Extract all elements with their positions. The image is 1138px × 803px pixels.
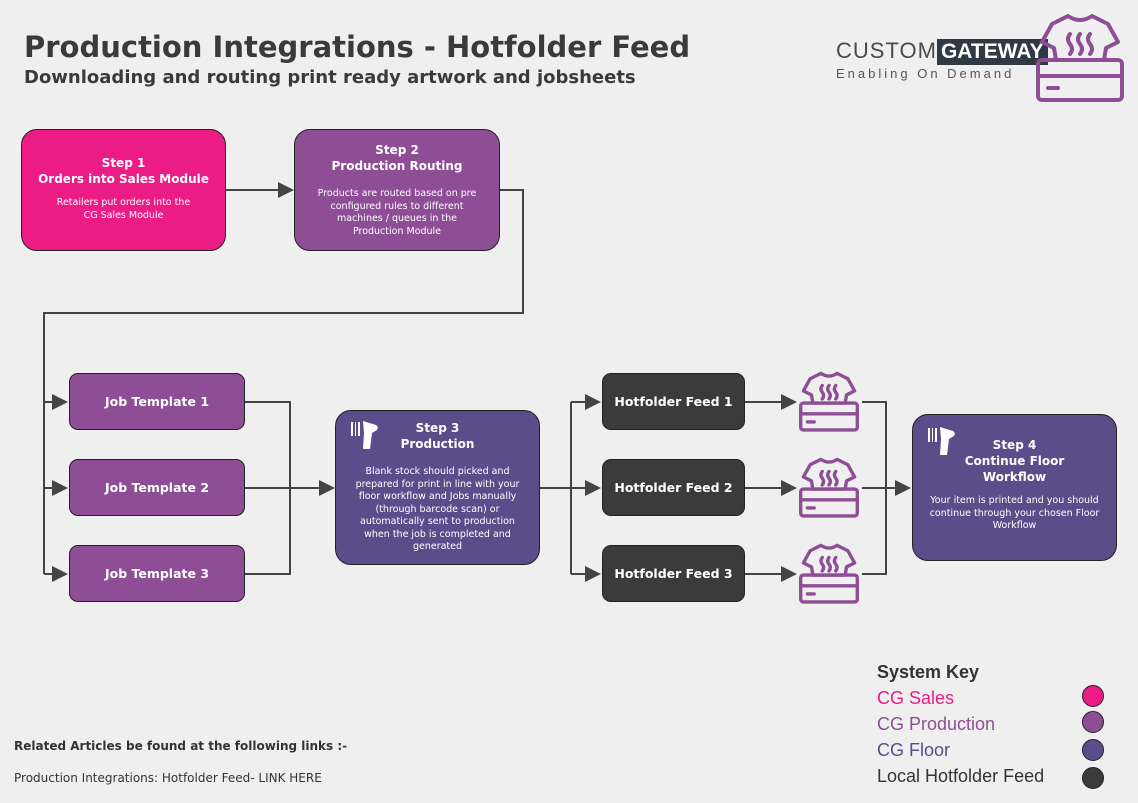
step4-label: Step 4 (992, 438, 1037, 452)
barcode-scanner-icon (351, 421, 378, 449)
heat-press-shirt-icon (799, 371, 859, 432)
related-article-link[interactable]: Production Integrations: Hotfolder Feed-… (14, 771, 322, 785)
step1-label: Step 1 (101, 156, 146, 170)
key-label-local-hotfolder: Local Hotfolder Feed (877, 766, 1045, 786)
job-template-1: Job Template 1 (69, 373, 245, 430)
step1-box: Step 1 Orders into Sales Module Retailer… (21, 129, 226, 251)
connector-icons-merge (862, 401, 909, 575)
step2-box: Step 2 Production Routing Products are r… (294, 129, 500, 251)
key-swatch-cg-production (1082, 711, 1104, 733)
brand-tagline: Enabling On Demand (836, 66, 1015, 81)
key-label-cg-floor: CG Floor (877, 740, 951, 760)
step4-box: Step 4 Continue Floor Workflow Your item… (912, 414, 1117, 561)
hotfolder-feed-1: Hotfolder Feed 1 (602, 373, 745, 430)
step4-title: Continue Floor Workflow (964, 454, 1065, 484)
step2-title: Production Routing (331, 159, 463, 173)
job-template-2: Job Template 2 (69, 459, 245, 516)
heat-press-shirt-icon (1036, 14, 1124, 102)
brand-custom-text: CUSTOM (836, 38, 937, 63)
step1-desc: Retailers put orders into the CG Sales M… (56, 197, 191, 221)
key-label-cg-sales: CG Sales (877, 688, 955, 708)
step3-label: Step 3 (415, 421, 460, 435)
step2-desc: Products are routed based on pre configu… (317, 188, 477, 237)
step2-label: Step 2 (375, 143, 419, 157)
job-template-3: Job Template 3 (69, 545, 245, 602)
connector-step2-templates (43, 189, 524, 574)
step3-desc: Blank stock should picked and prepared f… (355, 466, 520, 552)
heat-press-shirt-icon (799, 543, 859, 604)
connector-templates-merge (245, 401, 333, 575)
related-articles-label: Related Articles be found at the followi… (14, 739, 348, 753)
key-swatch-local-hotfolder (1082, 767, 1104, 789)
brand-gateway-text: GATEWAY (936, 39, 1048, 65)
hotfolder-feed-3: Hotfolder Feed 3 (602, 545, 745, 602)
key-swatch-cg-sales (1082, 685, 1104, 707)
key-swatch-cg-floor (1082, 739, 1104, 761)
system-key-title: System Key (877, 662, 980, 682)
key-label-cg-production: CG Production (877, 714, 996, 734)
step1-title: Orders into Sales Module (38, 172, 209, 186)
heat-press-shirt-icon (799, 457, 859, 518)
step3-box: Step 3 Production Blank stock should pic… (335, 410, 540, 565)
page-subtitle: Downloading and routing print ready artw… (24, 67, 636, 88)
step3-title: Production (400, 437, 475, 451)
step4-desc: Your item is printed and you should cont… (929, 495, 1100, 531)
hotfolder-feed-2: Hotfolder Feed 2 (602, 459, 745, 516)
page-title: Production Integrations - Hotfolder Feed (24, 30, 691, 64)
barcode-scanner-icon (928, 427, 955, 455)
